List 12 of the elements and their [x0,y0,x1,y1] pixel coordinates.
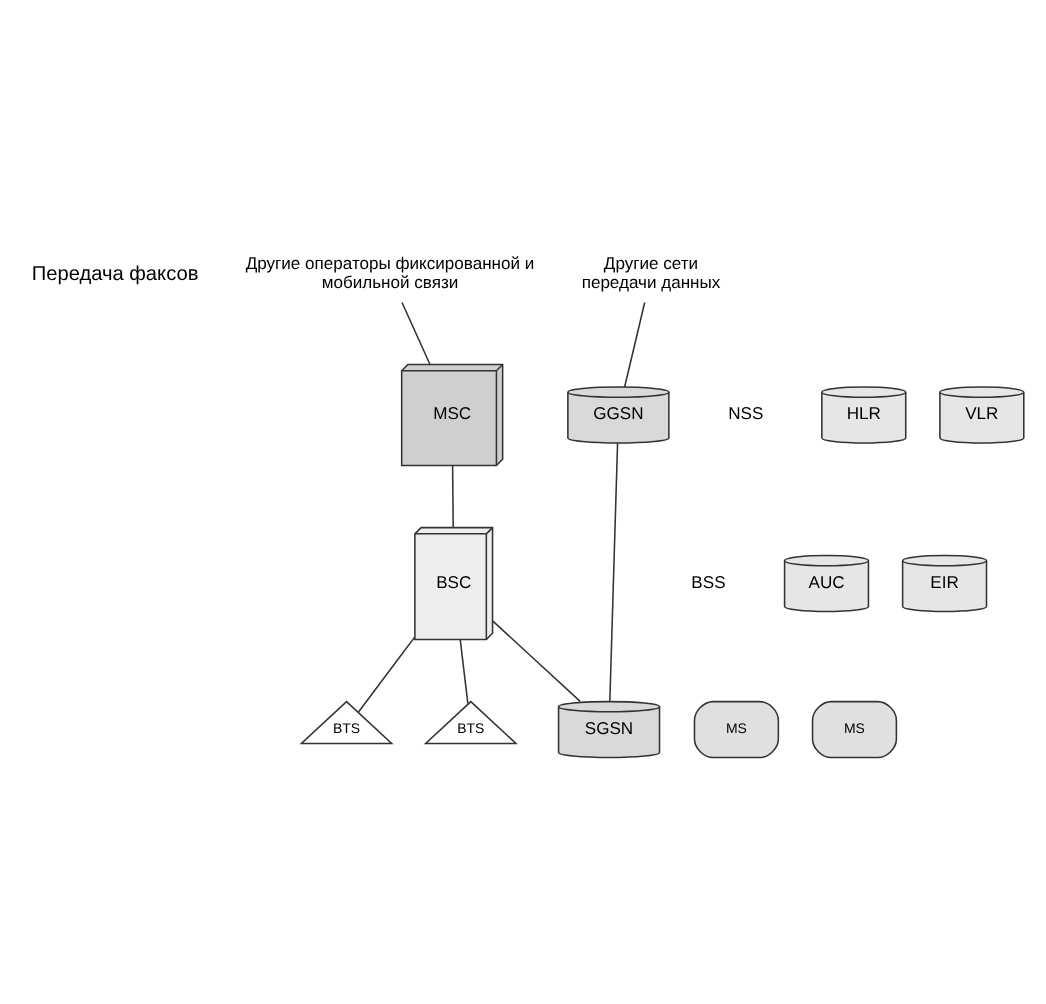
connector [450,465,453,529]
connector [458,638,468,705]
label: Передача факсов [30,263,198,286]
connector [491,620,580,703]
node-text: Другие сети передачи данных [580,253,720,293]
node-text: Другие операторы фиксированной и мобильной связи [244,253,534,293]
connector [622,301,645,388]
label: BSS [690,571,725,592]
connector [356,636,415,713]
connector [400,301,430,365]
connector [608,442,618,703]
label: NSS [727,403,763,424]
